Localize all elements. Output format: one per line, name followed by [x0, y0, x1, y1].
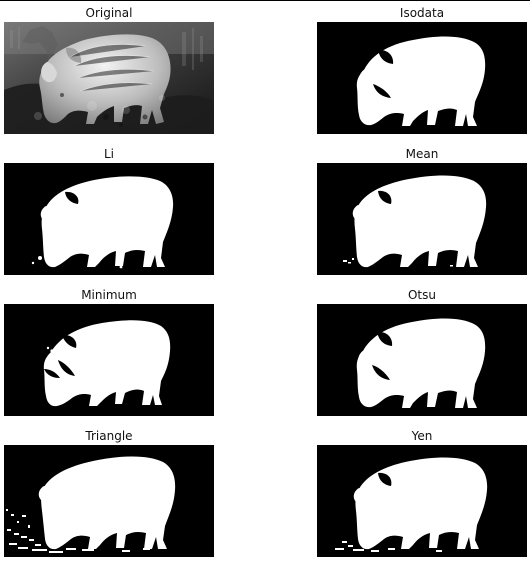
panel-title: Isodata: [399, 6, 445, 20]
isodata-mask: [317, 22, 527, 134]
yen-image: [317, 445, 527, 557]
panel-yen: Yen: [317, 429, 527, 557]
panel-title: Yen: [411, 429, 433, 443]
panel-triangle: Triangle: [4, 429, 214, 557]
panel-title: Minimum: [81, 288, 137, 302]
panel-li: Li: [4, 147, 214, 275]
top-border-line: [0, 0, 530, 1]
otsu-image: [317, 304, 527, 416]
panel-otsu: Otsu: [317, 288, 527, 416]
panel-minimum: Minimum: [4, 288, 214, 416]
panel-mean: Mean: [317, 147, 527, 275]
panel-title: Mean: [405, 147, 439, 161]
otsu-mask: [317, 304, 527, 416]
li-mask: [4, 163, 214, 275]
mean-mask: [317, 163, 527, 275]
mean-image: [317, 163, 527, 275]
triangle-mask: [4, 445, 214, 557]
original-image: [4, 22, 214, 134]
isodata-image: [317, 22, 527, 134]
yen-mask: [317, 445, 527, 557]
panel-title: Li: [103, 147, 115, 161]
minimum-image: [4, 304, 214, 416]
panel-title: Triangle: [85, 429, 133, 443]
panel-original: Original: [4, 6, 214, 134]
panel-title: Original: [85, 6, 133, 20]
original-photo: [4, 22, 214, 134]
panel-isodata: Isodata: [317, 6, 527, 134]
triangle-image: [4, 445, 214, 557]
minimum-mask: [4, 304, 214, 416]
panel-title: Otsu: [407, 288, 436, 302]
li-image: [4, 163, 214, 275]
